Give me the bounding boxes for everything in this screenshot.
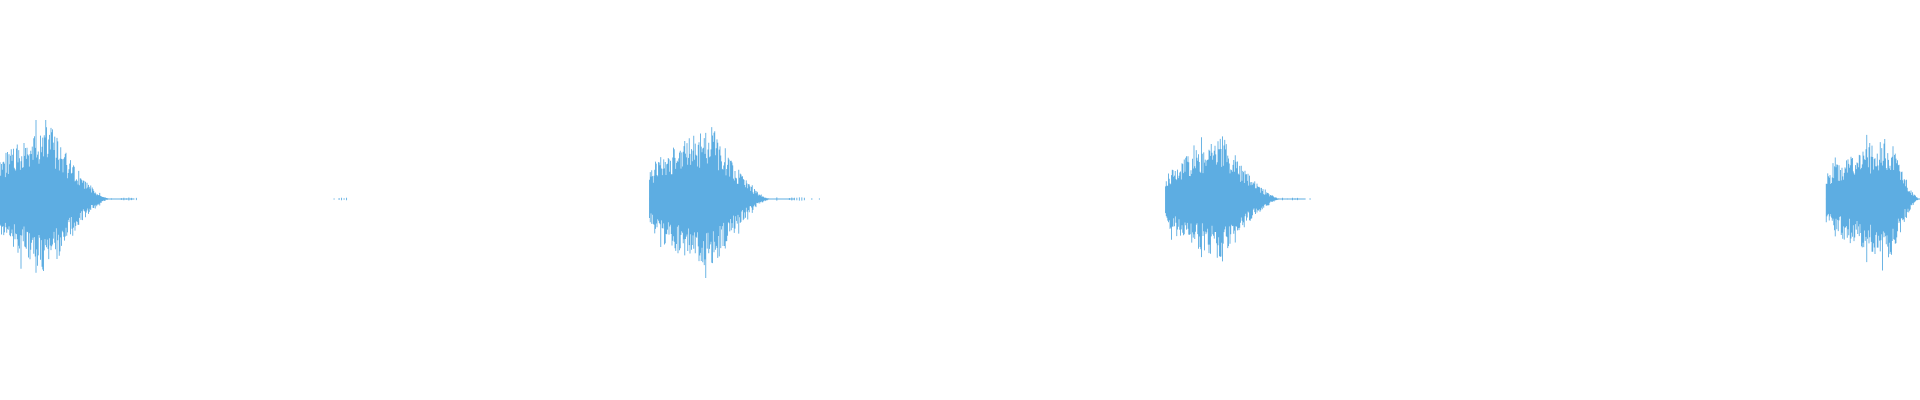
waveform-layer	[0, 120, 1920, 278]
